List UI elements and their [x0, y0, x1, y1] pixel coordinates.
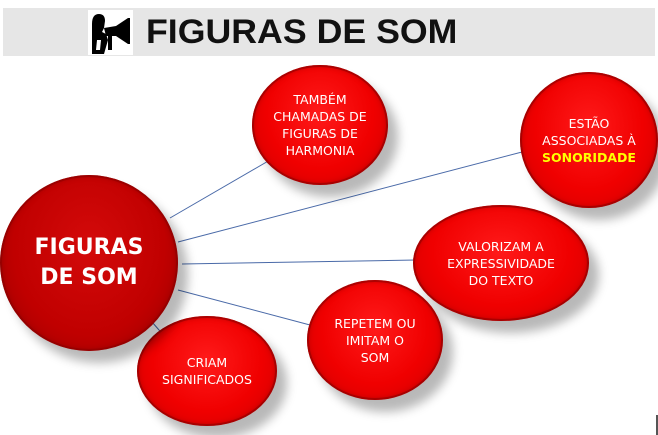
node-harmonia-text: TAMBÉM CHAMADAS DE FIGURAS DE HARMONIA: [273, 92, 367, 158]
node-sonoridade-text: ESTÃO ASSOCIADAS À SONORIDADE: [542, 115, 636, 165]
text-cursor: [656, 415, 658, 435]
node-harmonia: TAMBÉM CHAMADAS DE FIGURAS DE HARMONIA: [252, 65, 388, 185]
node-expressividade-text: VALORIZAM A EXPRESSIVIDADE DO TEXTO: [447, 238, 555, 288]
central-node-text: FIGURAS DE SOM: [34, 235, 144, 290]
highlight-sonoridade: SONORIDADE: [542, 149, 636, 165]
connector-expressividade: [181, 259, 417, 265]
connector-sonoridade: [177, 151, 523, 243]
node-repetem: REPETEM OU IMITAM O SOM: [307, 280, 443, 400]
node-criam-text: CRIAM SIGNIFICADOS: [162, 355, 252, 387]
connector-harmonia: [169, 159, 271, 219]
central-node: FIGURAS DE SOM: [0, 175, 178, 351]
node-repetem-text: REPETEM OU IMITAM O SOM: [334, 315, 416, 365]
connector-repetem: [177, 289, 311, 326]
node-sonoridade: ESTÃO ASSOCIADAS À SONORIDADE: [520, 72, 658, 208]
node-criam: CRIAM SIGNIFICADOS: [137, 316, 277, 426]
page-title: FIGURAS DE SOM: [146, 13, 458, 51]
node-expressividade: VALORIZAM A EXPRESSIVIDADE DO TEXTO: [413, 205, 589, 321]
megaphone-icon: [88, 10, 133, 55]
